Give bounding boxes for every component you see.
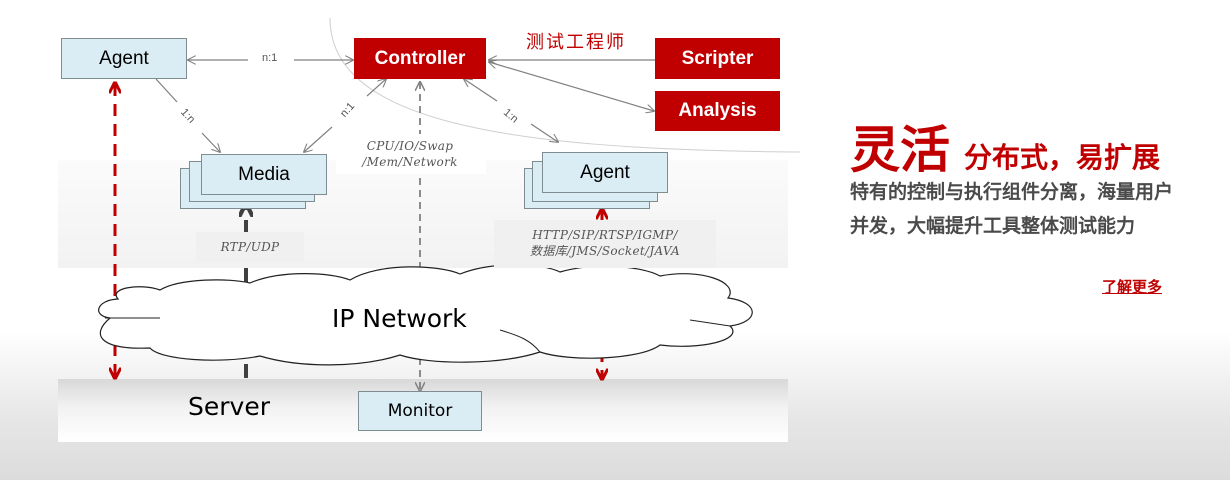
ip-network-label: IP Network xyxy=(332,304,467,333)
edge-agent-media-b xyxy=(201,132,220,152)
media-protocol-bg xyxy=(196,232,304,262)
controller-node-label: Controller xyxy=(374,47,466,69)
agent-node-label: Agent xyxy=(99,47,149,69)
analysis-node[interactable]: Analysis xyxy=(655,91,780,131)
monitor-metrics-label: CPU/IO/Swap /Mem/Network xyxy=(340,138,480,170)
monitor-metrics-line2: /Mem/Network xyxy=(362,155,458,169)
monitor-metrics-line1: CPU/IO/Swap xyxy=(366,139,454,153)
agent-node[interactable]: Agent xyxy=(61,38,187,79)
media-node-label: Media xyxy=(238,163,290,185)
tester-role-label: 测试工程师 xyxy=(526,32,626,53)
agent-group-node[interactable]: Agent xyxy=(542,152,668,193)
agent-protocols-label: HTTP/SIP/RTSP/IGMP/ 数据库/JMS/Socket/JAVA xyxy=(494,227,716,259)
ip-network-cloud xyxy=(98,264,753,366)
server-label: Server xyxy=(188,392,270,421)
agent-protocols-line2: 数据库/JMS/Socket/JAVA xyxy=(530,244,680,258)
metrics-label-bg xyxy=(336,134,486,174)
feature-headline: 灵活分布式，易扩展 xyxy=(850,110,1160,182)
agent-protocols-bg xyxy=(494,220,716,268)
edge-controller-agents-a xyxy=(464,79,498,102)
edge-agent-media-a xyxy=(155,78,178,103)
agent-group-node-label: Agent xyxy=(580,161,630,183)
edge-label-agent-controller: n:1 xyxy=(262,52,278,64)
zone-separator-curve xyxy=(329,17,801,153)
media-protocol-label: RTP/UDP xyxy=(220,240,280,254)
feature-headline-sub: 分布式，易扩展 xyxy=(964,142,1161,173)
controller-node[interactable]: Controller xyxy=(354,38,486,79)
scripter-node[interactable]: Scripter xyxy=(655,38,780,79)
scripter-node-label: Scripter xyxy=(681,47,754,69)
media-node[interactable]: Media xyxy=(201,154,327,195)
edge-media-controller-a xyxy=(304,126,333,152)
feature-headline-main: 灵活 xyxy=(850,122,950,178)
feature-description: 特有的控制与执行组件分离，海量用户并发，大幅提升工具整体测试能力 xyxy=(850,182,1174,237)
edge-controller-analysis xyxy=(489,62,654,111)
learn-more-link[interactable]: 了解更多 xyxy=(1102,279,1163,296)
agent-protocols-line1: HTTP/SIP/RTSP/IGMP/ xyxy=(532,228,678,242)
monitor-node-label: Monitor xyxy=(387,401,453,421)
edge-media-controller-b xyxy=(366,79,386,97)
edge-controller-agents-b xyxy=(530,123,558,142)
analysis-node-label: Analysis xyxy=(678,100,757,121)
monitor-node[interactable]: Monitor xyxy=(358,391,482,431)
